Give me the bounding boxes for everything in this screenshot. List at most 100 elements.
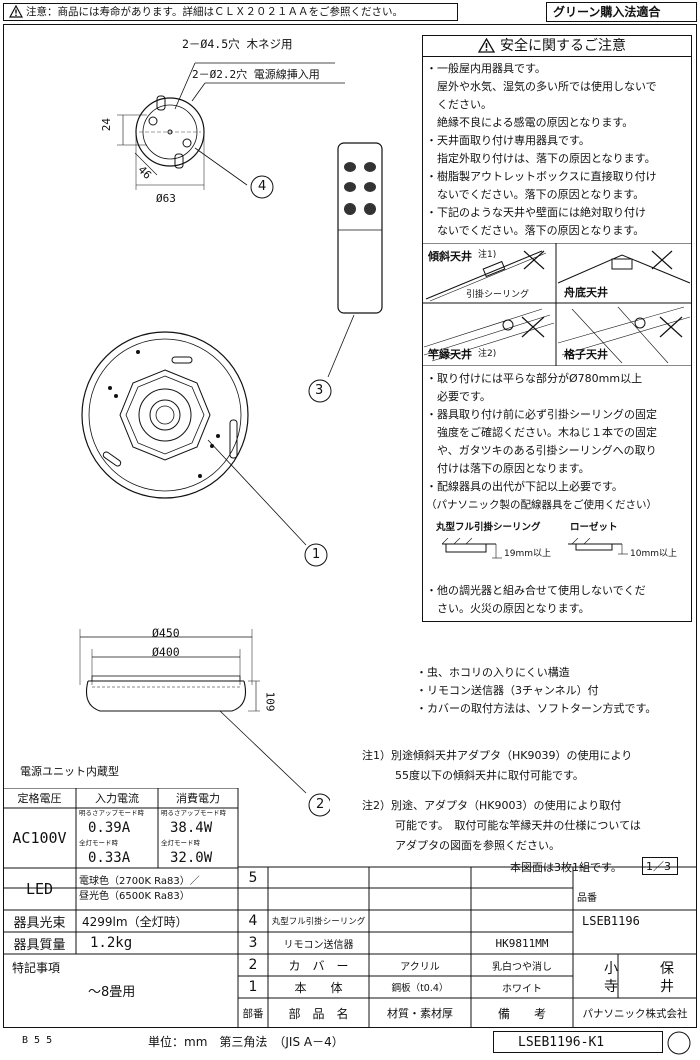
dim-63: Ø63: [156, 192, 176, 205]
spec-header-voltage: 定格電圧: [17, 792, 62, 805]
spec-power-mode1: 明るさアップモード時: [161, 809, 226, 817]
part-no: 1: [248, 979, 258, 995]
spec-header-current: 入力電流: [95, 792, 139, 805]
parts-header-remark: 備 考: [497, 1006, 546, 1021]
part-no: 5: [248, 870, 258, 886]
title-sign-2a: 寺: [604, 979, 618, 995]
callout-4: 4: [258, 179, 267, 194]
ceiling-goushi-label: 格子天井: [564, 348, 608, 361]
remote-control-diagram: [308, 142, 383, 403]
spec-special-label: 特記事項: [12, 961, 61, 975]
spec-power2: 32.0W: [170, 850, 213, 866]
callout-3: 3: [315, 383, 324, 398]
caution-line: ・他の調光器と組み合せて使用しないでくだ: [426, 584, 646, 597]
spec-led-label: LED: [25, 880, 54, 898]
footer-docno-box: [493, 1031, 663, 1053]
spec-mass-value: 1.2kg: [90, 935, 133, 951]
part-no: 3: [248, 935, 258, 951]
caution-line: や、ガタツキのある引掛シーリングへの取り: [426, 444, 657, 457]
title-company: パナソニック株式会社: [582, 1007, 688, 1020]
caution-block-c: ・他の調光器と組み合せて使用しないでくだ さい。火災の原因となります。: [426, 582, 646, 618]
spec-current1: 0.39A: [88, 820, 131, 836]
title-sign-2b: 井: [660, 979, 674, 995]
caution-line: 指定外取り付けは、落下の原因となります。: [426, 152, 656, 165]
callout-1: 1: [312, 547, 321, 562]
note-line: 55度以下の傾斜天井に取付可能です。: [362, 769, 584, 782]
callout-2: 2: [316, 797, 325, 812]
note-line: 注1）別途傾斜天井アダプタ（HK9039）の使用により: [362, 749, 633, 762]
dim-hole-wood-screw: 2－Ø4.5穴 木ネジ用: [182, 37, 293, 51]
green-label: グリーン購入法適合: [553, 5, 661, 19]
spec-power1: 38.4W: [170, 820, 213, 836]
caution-line: ・一般屋内用器具です。: [426, 62, 546, 75]
feature-list: ・虫、ホコリの入りにくい構造 ・リモコン送信器（3チャンネル）付 ・カバーの取付…: [416, 664, 656, 718]
ceiling-boat-label: 舟底天井: [564, 286, 608, 299]
green-label-box: [546, 2, 697, 22]
dim-24: 24: [100, 117, 114, 132]
part-name: 丸型フル引掛シーリング: [271, 917, 366, 927]
spec-flux-label: 器具光束: [13, 915, 66, 931]
spec-power-mode2: 全灯モード時: [161, 839, 200, 847]
caution-block-b: ・取り付けには平らな部分がØ780mm以上 必要です。 ・器具取り付け前に必ず引…: [426, 370, 657, 514]
caution-line: ・天井面取り付け専用器具です。: [426, 134, 590, 147]
sheet-page-box: [642, 857, 678, 875]
caution-block-a: ・一般屋内用器具です。 屋外や水気、湿気の多い所では使用しないで ください。 絶…: [426, 60, 657, 240]
footer-code: B 5 5: [22, 1035, 53, 1046]
power-unit-label: 電源ユニット内蔵型: [20, 765, 119, 778]
part-name: 本 体: [294, 980, 343, 995]
caution-line: （パナソニック製の配線器具をご使用ください）: [426, 499, 657, 511]
parts-header-material: 材質・素材厚: [387, 1007, 453, 1020]
note-line: アダプタの図面を参照ください。: [362, 839, 560, 852]
fixture-rosette-label: ローゼット: [570, 522, 618, 533]
ceiling-slope-label: 傾斜天井: [428, 250, 472, 263]
spec-mode1: 明るさアップモード時: [79, 809, 144, 817]
caution-line: ・下記のような天井や壁面には絶対取り付け: [426, 206, 646, 219]
footer-docno: LSEB1196-K1: [518, 1035, 605, 1050]
caution-line: ないでください。落下の原因となります。: [426, 224, 645, 237]
footer-unit: 単位：mm 第三角法 （JIS A－4）: [148, 1035, 344, 1049]
spec-header-power: 消費電力: [176, 792, 220, 805]
title-hinban: LSEB1196: [582, 914, 640, 928]
title-hinban-label: 品番: [577, 893, 597, 904]
base-plate-diagram: [117, 62, 345, 199]
part-material: 鋼板（t0.4）: [391, 983, 449, 994]
ceiling-note1: 注1): [478, 250, 497, 260]
part-material: アクリル: [400, 961, 440, 973]
dim-hole-wire: 2－Ø2.2穴 電源線挿入用: [192, 68, 320, 81]
caution-line: 絶縁不良による感電の原因となります。: [426, 116, 634, 129]
title-sign-1b: 保: [660, 961, 674, 977]
fixture-side-view: [79, 629, 330, 817]
caution-line: ・樹脂製アウトレットボックスに直接取り付け: [426, 170, 657, 183]
notes: 注1）別途傾斜天井アダプタ（HK9039）の使用により 55度以下の傾斜天井に取…: [362, 746, 641, 856]
feature-item: ・リモコン送信器（3チャンネル）付: [416, 684, 599, 697]
spec-voltage: AC100V: [12, 829, 67, 847]
caution-line: ないでください。落下の原因となります。: [426, 188, 645, 201]
notice-box: [3, 3, 458, 21]
fixture-height-diagram: [441, 538, 628, 559]
caution-title: 安全に関するご注意: [500, 38, 626, 54]
part-name: リモコン送信器: [283, 939, 354, 951]
parts-header-name: 部 品 名: [288, 1006, 349, 1021]
caution-line: さい。火災の原因となります。: [426, 602, 590, 615]
part-name: カ バ ー: [288, 958, 349, 973]
caution-line: 屋外や水気、湿気の多い所では使用しないで: [426, 80, 657, 93]
caution-line: 必要です。: [426, 390, 491, 403]
warning-icon: [9, 5, 23, 18]
fixture-plan-view: [81, 331, 328, 567]
ceiling-hook-label: 引掛シーリング: [466, 290, 530, 300]
ceiling-sao-label: 竿縁天井: [428, 348, 472, 361]
spec-mass-label: 器具質量: [13, 937, 66, 953]
caution-line: 付けは落下の原因となります。: [426, 462, 590, 475]
dim-450: Ø450: [152, 626, 180, 640]
ceiling-types-diagram: [422, 243, 692, 366]
caution-warning-icon: [478, 38, 495, 53]
dim-109: 109: [263, 691, 277, 712]
part-no: 2: [248, 957, 258, 973]
dim-400: Ø400: [152, 645, 180, 659]
spec-mode2: 全灯モード時: [79, 839, 118, 847]
feature-item: ・カバーの取付方法は、ソフトターン方式です。: [416, 702, 657, 715]
ceiling-note2: 注2): [478, 349, 497, 359]
caution-line: ・取り付けには平らな部分がØ780mm以上: [426, 372, 643, 385]
caution-title-divider: [422, 56, 692, 57]
part-no: 4: [248, 913, 258, 929]
